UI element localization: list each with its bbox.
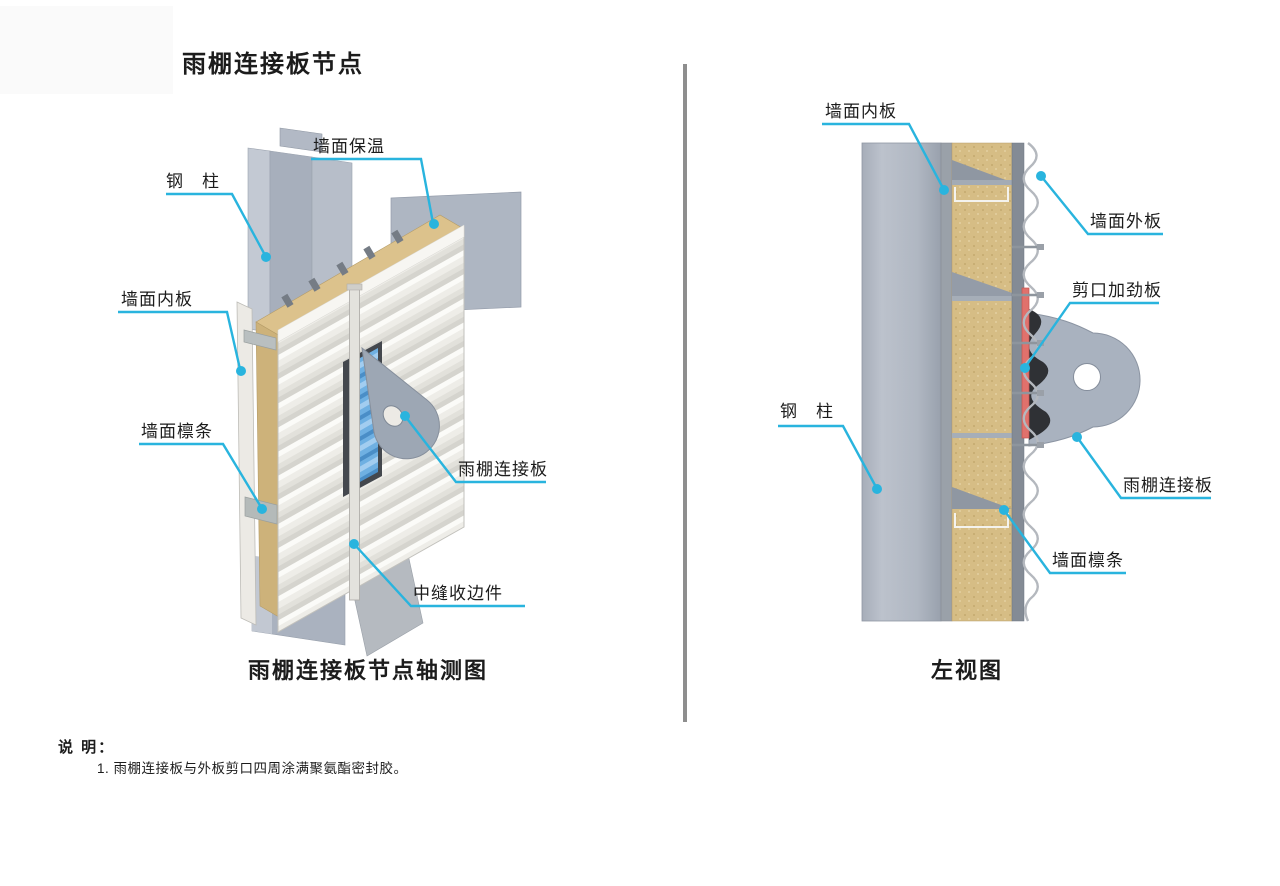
notes-block: 说 明： 1. 雨棚连接板与外板剪口四周涂满聚氨酯密封胶。 bbox=[58, 738, 408, 776]
divider-line bbox=[683, 64, 687, 722]
side-inner-panel bbox=[940, 142, 953, 622]
axon-leader-dots bbox=[236, 219, 439, 549]
side-purlins bbox=[952, 160, 1024, 528]
axon-canopy-plate bbox=[361, 346, 440, 460]
label-axon-mid-seam-trim: 中缝收边件 bbox=[413, 584, 503, 603]
axon-seam-strip bbox=[346, 283, 363, 601]
label-axon-wall-insulation: 墙面保温 bbox=[313, 137, 385, 156]
axon-clips bbox=[281, 229, 404, 308]
label-axon-wall-inner-panel: 墙面内板 bbox=[121, 290, 193, 309]
label-axon-wall-purlin: 墙面檩条 bbox=[141, 422, 213, 441]
side-outer-sheet-wave bbox=[1022, 142, 1039, 622]
side-insulation bbox=[951, 142, 1013, 622]
axon-leaders bbox=[118, 157, 546, 608]
label-side-canopy-plate: 雨棚连接板 bbox=[1123, 476, 1213, 495]
side-purlin-outline-top bbox=[954, 187, 1009, 202]
side-leader-dots bbox=[872, 171, 1082, 515]
figure-axonometric: 钢 柱 墙面保温 墙面内板 墙面檩条 雨棚连接板 中缝收边件 雨棚连接板节点轴测… bbox=[118, 127, 548, 683]
axon-plate-hole bbox=[382, 405, 404, 427]
caption-axonometric: 雨棚连接板节点轴测图 bbox=[248, 658, 488, 683]
label-side-wall-purlin: 墙面檩条 bbox=[1052, 551, 1124, 570]
axon-purlin-bracket-top bbox=[243, 329, 277, 351]
label-side-wall-inner-panel: 墙面内板 bbox=[825, 102, 897, 121]
watermark-patch bbox=[0, 6, 173, 94]
label-side-notch-stiffener: 剪口加劲板 bbox=[1072, 281, 1162, 300]
caption-side-view: 左视图 bbox=[931, 658, 1003, 683]
axon-panel-top-rim bbox=[277, 224, 465, 343]
label-axon-steel-column: 钢 柱 bbox=[166, 172, 220, 191]
notes-heading: 说 明： bbox=[58, 738, 115, 756]
side-steel-column bbox=[861, 142, 942, 622]
side-screws bbox=[1012, 244, 1044, 448]
label-axon-canopy-plate: 雨棚连接板 bbox=[458, 460, 548, 479]
side-plate-hole bbox=[1073, 363, 1101, 391]
label-side-wall-outer-panel: 墙面外板 bbox=[1090, 212, 1162, 231]
side-sealant bbox=[1029, 309, 1051, 440]
side-purlin-outline-bottom bbox=[954, 513, 1009, 528]
figure-side-view: 墙面内板 墙面外板 剪口加劲板 钢 柱 雨棚连接板 墙面檩条 左视图 bbox=[778, 102, 1213, 683]
label-side-steel-column: 钢 柱 bbox=[780, 402, 834, 421]
page-title: 雨棚连接板节点 bbox=[182, 50, 364, 78]
notes-item: 1. 雨棚连接板与外板剪口四周涂满聚氨酯密封胶。 bbox=[97, 760, 408, 776]
side-leaders bbox=[778, 122, 1211, 575]
